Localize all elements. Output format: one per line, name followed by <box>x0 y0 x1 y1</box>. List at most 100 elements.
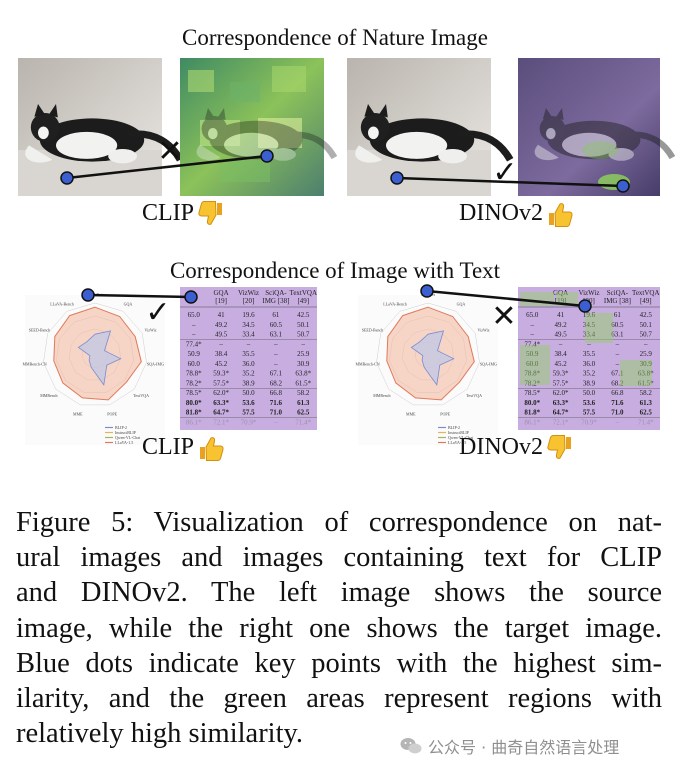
table-cell: 60.5 <box>270 321 283 329</box>
table-cell: 59.3* <box>553 370 569 378</box>
table-cell: 61.3 <box>640 399 653 407</box>
table-cell: – <box>191 321 196 329</box>
table-header-label: SciQA- <box>607 289 629 297</box>
table-cell: 33.4 <box>242 331 255 339</box>
radar-axis-label: SEED-Bench <box>29 328 51 333</box>
table-cell: 60.0 <box>188 360 201 368</box>
table-header-label: TextVQA <box>290 289 318 297</box>
table-cell: 61 <box>272 311 280 319</box>
nature-clip-label-text: CLIP <box>142 200 194 227</box>
table-cell: 81.8* <box>524 409 540 417</box>
radar-axis-label: MMBench-CN <box>22 362 46 367</box>
table-cell: 57.5* <box>553 379 569 387</box>
table-cell: 30.9 <box>297 360 310 368</box>
table-cell: 59.3* <box>213 370 229 378</box>
heatmap-highlight <box>620 360 652 386</box>
table-cell: 80.0* <box>186 399 202 407</box>
text-clip-target-keypoint <box>185 291 197 303</box>
text-clip-match-mark: ✓ <box>145 296 170 329</box>
text-clip-label-text: CLIP <box>142 434 194 461</box>
table-cell: 57.5 <box>583 409 596 417</box>
radar-axis-label: TextVQA <box>466 393 482 398</box>
text-dinov2-label-text: DINOv2 <box>459 434 543 461</box>
table-cell: 41 <box>218 311 226 319</box>
figure: Correspondence of Nature Image Correspon… <box>0 0 688 500</box>
caption-line: and DINOv2. The left image shows the sou… <box>16 575 662 610</box>
table-cell: – <box>273 340 278 348</box>
table-cell: 65.0 <box>188 311 201 319</box>
table-cell: 65.0 <box>526 311 539 319</box>
table-cell: – <box>529 331 534 339</box>
caption-line: Blue dots indicate key points with the h… <box>16 646 662 681</box>
table-cell: 53.6 <box>242 399 255 407</box>
watermark: 公众号 · 曲奇自然语言处理 <box>400 734 619 758</box>
text-dinov2-target-keypoint <box>579 300 591 312</box>
table-cell: 35.2 <box>583 370 596 378</box>
table-header-label: IMG [38] <box>604 297 631 305</box>
radar-axis-label: LLaVA-Bench <box>50 302 73 307</box>
table-header-label: [20] <box>243 297 255 305</box>
radar-axis-label: SQA-IMG <box>147 362 164 367</box>
table-cell: 63.1 <box>611 331 624 339</box>
table-header-label: [49] <box>640 297 652 305</box>
caption-line: image, while the right one shows the tar… <box>16 611 662 646</box>
table-header-label: [19] <box>215 297 227 305</box>
table-cell: 78.2* <box>186 379 202 387</box>
heatmap-highlight <box>585 313 613 343</box>
table-cell: 38.9 <box>242 379 255 387</box>
table-cell: 57.5* <box>213 379 229 387</box>
clip-text-target-table: GQA[19]VizWiz[20]SciQA-IMG [38]TextVQA[4… <box>180 287 317 430</box>
table-cell: 35.2 <box>242 370 255 378</box>
table-cell: 70.9* <box>241 418 257 426</box>
radar-axis-label: MME <box>73 412 83 417</box>
nature-clip-target-keypoint <box>261 150 273 162</box>
nature-section-title: Correspondence of Nature Image <box>182 25 488 50</box>
table-cell: 71.6 <box>270 399 283 407</box>
table-cell: 45.2 <box>215 360 228 368</box>
table-cell: 71.0 <box>270 409 283 417</box>
table-cell: 34.5 <box>242 321 255 329</box>
clip-text-source-radar: MM-VetGQAVizWizSQA-IMGTextVQAPOPEMMEMMBe… <box>22 292 165 445</box>
table-cell: 68.2 <box>270 379 283 387</box>
radar-axis-label: SEED-Bench <box>362 328 384 333</box>
table-cell: 62.5 <box>297 409 310 417</box>
table-cell: – <box>643 340 648 348</box>
table-cell: 35.5 <box>583 350 596 358</box>
table-cell: 64.7* <box>213 409 229 417</box>
table-cell: 63.1 <box>270 331 283 339</box>
table-cell: – <box>273 418 278 426</box>
table-cell: 64.7* <box>553 409 569 417</box>
table-cell: 45.2 <box>554 360 567 368</box>
table-cell: 50.7 <box>640 331 653 339</box>
table-cell: 81.8* <box>186 409 202 417</box>
radar-axis-label: POPE <box>107 412 117 417</box>
table-cell: 61 <box>614 311 622 319</box>
table-cell: 49.2 <box>554 321 567 329</box>
radar-axis-label: LLaVA-Bench <box>383 302 406 307</box>
text-dinov2-label: DINOv2 <box>459 434 574 461</box>
caption-line: ural images and images containing text f… <box>16 540 662 575</box>
table-cell: 36.0 <box>583 360 596 368</box>
table-header-label: TextVQA <box>632 289 660 297</box>
table-cell: 67.1 <box>270 370 283 378</box>
text-clip-source-keypoint <box>82 289 94 301</box>
radar-axis-label: GQA <box>124 302 133 307</box>
table-cell: – <box>246 340 251 348</box>
table-cell: 72.1* <box>553 418 569 426</box>
table-cell: 25.9 <box>297 350 310 358</box>
table-cell: 86.1* <box>524 418 540 426</box>
table-cell: 78.5* <box>186 389 202 397</box>
table-cell: 38.4 <box>554 350 567 358</box>
table-cell: 49.5 <box>215 331 228 339</box>
table-cell: 63.3* <box>553 399 569 407</box>
radar-legend-label: LLaVA-1.5 <box>115 440 133 445</box>
table-cell: 49.2 <box>215 321 228 329</box>
radar-axis-label: VizWiz <box>477 328 489 333</box>
table-cell: 66.8 <box>611 389 624 397</box>
table-cell: 53.6 <box>583 399 596 407</box>
table-cell: 38.9 <box>583 379 596 387</box>
table-header-label: GQA <box>214 289 229 297</box>
table-cell: 62.5 <box>640 409 653 417</box>
table-cell: 71.4* <box>295 418 311 426</box>
thumbs-down-icon <box>197 201 225 227</box>
